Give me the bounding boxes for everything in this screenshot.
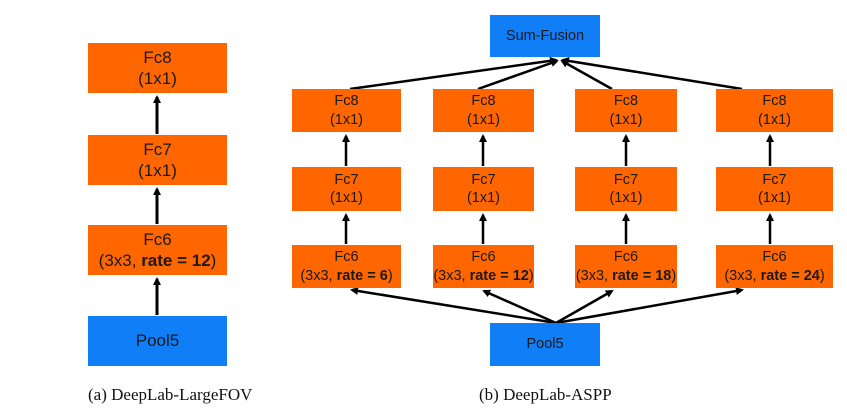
b-sum-fusion-box: Sum-Fusion [490,15,600,57]
a-fc8-detail: (1x1) [138,69,177,88]
b4-fc6-kernel: (3x3, [724,267,761,284]
b2-fc8-box: Fc8(1x1) [433,89,534,132]
b1-fc7-box: Fc7 (1x1) [292,167,401,211]
a-fc6-name: Fc6 [143,229,172,249]
b2-fc7-detail: (1x1) [466,190,501,206]
b3-fc8-name: Fc8 [613,93,639,110]
b3-fc7-detail: (1x1) [609,190,643,206]
arrow-b3-fc8-to-sum [560,59,613,91]
caption-b: (b) DeepLab-ASPP [479,385,612,404]
b2-fc6-kernel: (3x3, [433,267,470,284]
caption-a: (a) DeepLab-LargeFOV [88,385,253,404]
b2-fc7-box: Fc7 (1x1) [433,167,534,211]
b4-fc8-box: Fc8(1x1) [716,89,833,132]
b4-fc7-box: Fc7 (1x1) [716,167,833,211]
arrow-pool5-to-b1-fc6 [350,287,557,325]
b1-fc6-box: Fc6(3x3, rate = 6) [292,245,401,288]
b1-fc6-close: ) [387,267,393,284]
b1-fc6-name: Fc6 [334,249,359,266]
b4-fc8-detail: (1x1) [757,111,792,128]
a-fc6-kernel: (3x3, [98,251,142,270]
b3-fc6-box: Fc6(3x3, rate = 18) [575,245,677,288]
b1-fc6-detail: (3x3, rate = 6) [300,267,392,285]
b3-fc6-close: ) [671,267,677,284]
arrow-pool5-to-b2-fc6 [482,289,557,325]
b2-fc6-box: Fc6(3x3, rate = 12) [433,245,534,288]
a-fc6-rate: rate = 12 [141,251,211,270]
b1-fc7-detail: (1x1) [329,190,364,206]
a-pool5-name: Pool5 [135,331,180,351]
b3-fc8-detail: (1x1) [609,111,643,128]
a-fc7-box: Fc7 (1x1) [88,135,227,185]
a-fc8-name: Fc8 [143,47,172,67]
a-fc8-box: Fc8 (1x1) [88,43,227,93]
b2-fc6-close: ) [528,267,534,284]
b4-fc7-name: Fc7 [762,171,787,188]
b-pool5-box: Pool5 [490,323,600,366]
b4-fc6-close: ) [819,267,825,284]
b-pool5-name: Pool5 [526,336,564,353]
b4-fc6-detail: (3x3, rate = 24) [724,267,824,285]
b3-fc6-rate: rate = 18 [612,267,672,284]
b4-fc8-name: Fc8 [762,93,787,110]
b1-fc8-name: Fc8 [334,93,359,110]
b3-fc6-kernel: (3x3, [575,267,613,284]
a-fc6-box: Fc6 (3x3, rate = 12) [88,225,227,275]
b3-fc7-box: Fc7 (1x1) [575,167,677,211]
b2-fc7-name: Fc7 [471,171,496,188]
b1-fc8-detail: (1x1) [329,111,364,128]
b1-fc6-rate: rate = 6 [336,267,388,284]
b3-fc6-name: Fc6 [613,249,639,266]
arrow-pool5-to-b3-fc6 [555,289,614,325]
a-pool5-box: Pool5 [88,316,227,366]
arrow-b2-fc8-to-sum [477,59,559,91]
b1-fc7-name: Fc7 [334,171,359,188]
b2-fc8-name: Fc8 [471,93,496,110]
b1-fc6-kernel: (3x3, [300,267,337,284]
b2-fc6-rate: rate = 12 [469,267,529,284]
b3-fc6-detail: (3x3, rate = 18) [576,267,676,285]
arrow-b1-fc8-to-sum [349,56,558,91]
b4-fc6-box: Fc6(3x3, rate = 24) [716,245,833,288]
arrow-pool5-to-b4-fc6 [555,287,744,325]
b4-fc6-rate: rate = 24 [760,267,820,284]
b1-fc8-box: Fc8(1x1) [292,89,401,132]
arrow-b4-fc8-to-sum [561,57,743,91]
b4-fc6-name: Fc6 [762,249,787,266]
b-sum-fusion-name: Sum-Fusion [505,27,585,44]
a-fc6-detail: (3x3, rate = 12) [99,250,217,271]
b2-fc6-detail: (3x3, rate = 12) [433,267,533,285]
b2-fc8-detail: (1x1) [466,111,501,128]
a-fc7-name: Fc7 [143,139,172,159]
b3-fc8-box: Fc8(1x1) [575,89,677,132]
b4-fc7-detail: (1x1) [757,190,792,206]
b2-fc6-name: Fc6 [471,249,496,266]
a-fc7-detail: (1x1) [138,161,177,180]
a-fc6-close: ) [210,251,217,270]
b3-fc7-name: Fc7 [613,171,639,188]
